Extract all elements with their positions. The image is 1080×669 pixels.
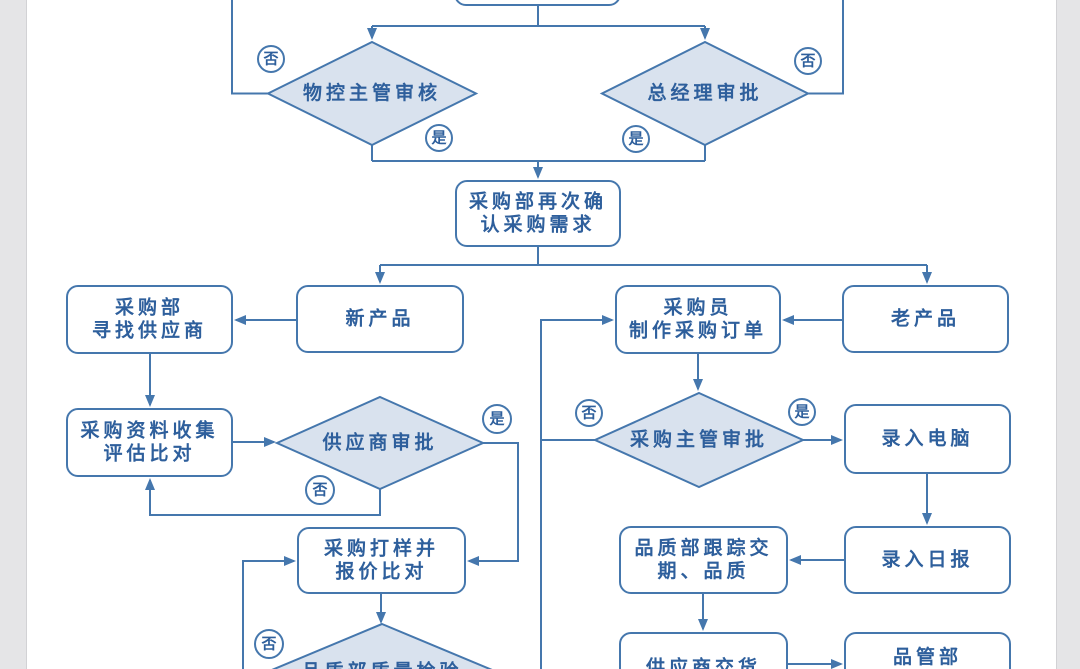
- yes-badge-supplier-approval-label: 是: [488, 411, 505, 428]
- process-buyer-create-purchase-order-label: 采购员: [663, 296, 732, 319]
- process-qc-inspection-warehousing-label: 品管部: [893, 645, 962, 668]
- process-collect-evaluate-compare-label: 采购资料收集: [80, 419, 218, 442]
- decision-purchasing-supervisor-approval-label: 采购主管审批: [630, 428, 768, 451]
- yes-badge-purchasing-supervisor: 是: [788, 398, 816, 426]
- process-enter-daily-report-label: 录入日报: [881, 548, 973, 571]
- yes-badge-material-review: 是: [425, 124, 453, 152]
- process-buyer-create-purchase-order-label: 制作采购订单: [629, 319, 767, 342]
- process-collect-evaluate-compare-label: 评估比对: [103, 442, 195, 465]
- process-supplier-delivery-shape: [619, 632, 788, 669]
- process-new-product-shape: [296, 285, 464, 353]
- decision-quality-inspection-label: 品质部质量检验: [301, 660, 462, 669]
- no-badge-supplier-approval: 否: [305, 475, 335, 505]
- process-reconfirm-purchase-demand-shape: [455, 180, 621, 247]
- process-enter-daily-report-shape: [844, 526, 1011, 594]
- process-old-product-shape: [842, 285, 1009, 353]
- process-sample-quote-compare-label: 采购打样并: [324, 537, 439, 560]
- decision-quality-inspection-shape: [271, 622, 493, 669]
- no-badge-quality-inspection-shape: [254, 629, 284, 659]
- yes-badge-supplier-approval: 是: [482, 404, 512, 434]
- decision-quality-inspection: 品质部质量检验: [271, 622, 493, 669]
- no-badge-quality-inspection-label: 否: [260, 636, 276, 653]
- no-badge-material-review-label: 否: [262, 51, 278, 68]
- edge-supplier-approval-yes: [467, 442, 519, 566]
- process-supplier-delivery-label: 供应商交货: [645, 656, 761, 669]
- decision-general-manager-approval: 总经理审批: [599, 40, 811, 147]
- process-collect-evaluate-compare-shape: [66, 408, 233, 477]
- yes-badge-supplier-approval-shape: [482, 404, 512, 434]
- process-purchasing-dept-find-supplier-shape: [66, 285, 233, 354]
- decision-general-manager-approval-shape: [599, 40, 811, 147]
- process-qc-inspection-warehousing-shape: [844, 632, 1011, 669]
- decision-purchasing-supervisor-approval-shape: [592, 391, 806, 489]
- process-sample-quote-compare-label: 报价比对: [335, 560, 427, 583]
- decision-supplier-approval: 供应商审批: [274, 395, 486, 491]
- yes-badge-material-review-shape: [425, 124, 453, 152]
- process-enter-computer-shape: [844, 404, 1011, 474]
- process-enter-daily-report: 录入日报: [844, 526, 1011, 594]
- process-old-product-label: 老产品: [891, 307, 960, 330]
- process-reconfirm-purchase-demand-label: 采购部再次确: [469, 190, 607, 213]
- no-badge-purchasing-supervisor-label: 否: [580, 405, 596, 422]
- edges-layer: [145, 0, 932, 669]
- yes-badge-purchasing-supervisor-label: 是: [793, 404, 810, 421]
- process-enter-computer: 录入电脑: [844, 404, 1011, 474]
- no-badge-gm-approval-shape: [794, 47, 822, 75]
- process-qc-inspection-warehousing: 品管部验收入库: [844, 632, 1011, 669]
- no-badge-purchasing-supervisor: 否: [575, 399, 603, 427]
- no-badge-purchasing-supervisor-shape: [575, 399, 603, 427]
- process-new-product-label: 新产品: [345, 307, 414, 330]
- edge-supplier-approval-no-loop: [145, 478, 381, 516]
- process-reconfirm-purchase-demand-label: 认采购需求: [480, 213, 595, 236]
- process-supplier-delivery: 供应商交货: [619, 632, 788, 669]
- decision-purchasing-supervisor-approval: 采购主管审批: [592, 391, 806, 489]
- start-node-partial-shape: [455, 0, 620, 6]
- yes-badge-material-review-label: 是: [430, 130, 447, 147]
- process-purchasing-dept-find-supplier-label: 采购部: [115, 296, 184, 319]
- no-badge-material-review-shape: [257, 45, 285, 73]
- yes-badge-gm-approval: 是: [622, 125, 650, 153]
- edge-material-review-no-up: [231, 0, 268, 95]
- decision-material-supervisor-review-shape: [265, 40, 479, 147]
- decision-supplier-approval-shape: [274, 395, 486, 491]
- decision-supplier-approval-label: 供应商审批: [321, 431, 437, 454]
- yes-badge-purchasing-supervisor-shape: [788, 398, 816, 426]
- no-badge-gm-approval-label: 否: [799, 53, 815, 70]
- no-badge-quality-inspection: 否: [254, 629, 284, 659]
- decision-material-supervisor-review: 物控主管审核: [265, 40, 479, 147]
- start-node-partial: [455, 0, 620, 6]
- decision-material-supervisor-review-label: 物控主管审核: [303, 81, 441, 104]
- nodes-layer: 物控主管审核总经理审批否否是是采购部再次确认采购需求采购部寻找供应商新产品采购员…: [66, 0, 1011, 669]
- process-new-product: 新产品: [296, 285, 464, 353]
- process-purchasing-dept-find-supplier-label: 寻找供应商: [92, 319, 207, 342]
- no-badge-material-review: 否: [257, 45, 285, 73]
- edge-gm-approval-no-up: [808, 0, 844, 95]
- process-enter-computer-label: 录入电脑: [881, 427, 973, 450]
- process-old-product: 老产品: [842, 285, 1009, 353]
- process-quality-track-delivery-shape: [619, 526, 788, 594]
- yes-badge-gm-approval-shape: [622, 125, 650, 153]
- no-badge-gm-approval: 否: [794, 47, 822, 75]
- process-buyer-create-purchase-order-shape: [615, 285, 781, 354]
- yes-badge-gm-approval-label: 是: [627, 131, 644, 148]
- process-quality-track-delivery-label: 品质部跟踪交: [634, 536, 772, 559]
- process-quality-track-delivery-label: 期、品质: [657, 560, 749, 582]
- process-sample-quote-compare-shape: [297, 527, 466, 594]
- no-badge-supplier-approval-label: 否: [311, 482, 327, 499]
- decision-general-manager-approval-label: 总经理审批: [647, 81, 762, 104]
- no-badge-supplier-approval-shape: [305, 475, 335, 505]
- edge-quality-inspection-no-loop: [242, 556, 296, 669]
- edge-loop-back-to-buyer-order: [540, 315, 614, 669]
